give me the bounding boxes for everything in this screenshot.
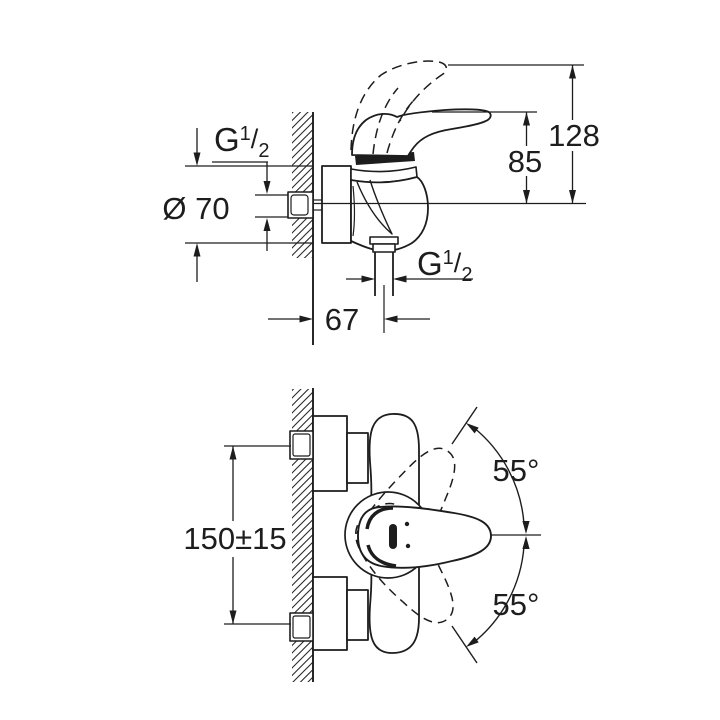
outlet-collar-upper: [369, 236, 399, 245]
side-dimensions: [185, 64, 584, 320]
label-swing-lower: 55°: [493, 587, 540, 622]
label-swing-upper: 55°: [493, 453, 540, 488]
front-wall-hatching: [292, 389, 313, 682]
label-depth-67: 67: [325, 302, 359, 337]
side-handle-raised-dashed: [350, 60, 448, 155]
front-handle-swing-dashed: [355, 447, 456, 624]
front-arrowheads: [229, 423, 530, 647]
front-union-nut-bottom: [289, 612, 314, 642]
label-thread-top: G1/2: [214, 121, 269, 162]
front-angle-dimensions: [451, 406, 541, 664]
side-handle: [351, 108, 492, 157]
front-view: [224, 388, 541, 682]
label-thread-bottom: G1/2: [417, 245, 472, 286]
front-union-nut-top-inner: [292, 433, 311, 457]
side-body-spout-curve: [356, 179, 393, 235]
side-union-nut-inner: [290, 194, 309, 216]
side-body-inner-curve: [352, 185, 356, 237]
front-handle-details: [365, 506, 411, 568]
handle-grip-mark: [389, 524, 397, 549]
front-handle: [357, 505, 492, 569]
front-connector-top: [346, 432, 369, 484]
label-height-128: 128: [548, 118, 600, 153]
side-escutcheon: [321, 165, 352, 244]
handle-dot-upper: [404, 521, 410, 527]
label-height-85: 85: [508, 144, 542, 179]
dimension-labels: G1/2 Ø 70 85 128 G1/2 67 150±15 55° 55°: [162, 118, 599, 622]
front-escutcheon-top: [312, 415, 348, 492]
side-view: [185, 60, 586, 345]
label-mount-distance: 150±15: [183, 521, 286, 556]
drawing-root: [185, 60, 586, 682]
side-arrowheads: [193, 65, 576, 323]
front-escutcheon-bottom: [312, 576, 348, 651]
front-union-nut-bottom-inner: [292, 615, 311, 639]
outlet-collar-lower: [372, 243, 396, 253]
front-connector-bottom: [346, 589, 369, 641]
handle-dot-lower: [405, 543, 411, 549]
front-union-nut-top: [289, 430, 314, 460]
label-diameter-70: Ø 70: [162, 191, 229, 226]
side-wall-hatching: [292, 112, 313, 258]
side-union-nut: [287, 191, 314, 219]
